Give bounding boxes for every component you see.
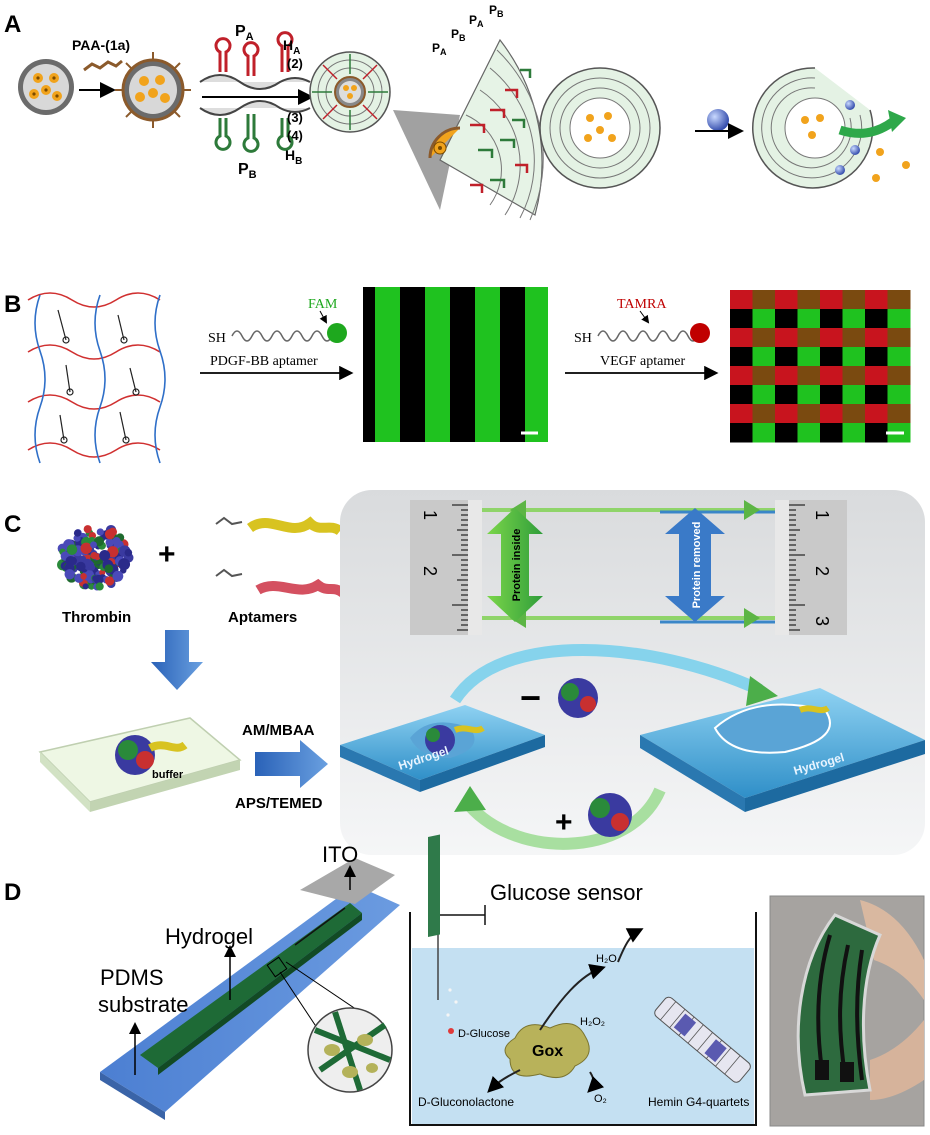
ruler-right (775, 500, 847, 635)
fam-label: FAM (308, 297, 338, 312)
green-stripe-micrograph (363, 287, 548, 442)
d-glucose-label: D-Glucose (458, 1028, 510, 1040)
sh-label-2: SH (574, 331, 592, 346)
hydrogel-network (27, 292, 166, 464)
panel-d-letter: D (4, 879, 21, 906)
panel-b-letter: B (4, 291, 21, 318)
pdgf-label: PDGF-BB aptamer (210, 354, 318, 369)
aptamer-molecules (215, 516, 347, 598)
buffer-tray (38, 717, 242, 812)
thrombin-protein (57, 524, 134, 591)
plus-sign-bottom: + (555, 806, 573, 839)
ha-label: HA (283, 37, 300, 57)
hemin-label: Hemin G4-quartets (648, 1095, 749, 1109)
hb-label: HB (285, 147, 302, 167)
released-particle (752, 67, 910, 189)
panel-d: D ITO Hydrogel PDMS (4, 834, 925, 1127)
protein-removed-arrow (665, 508, 725, 622)
d-gluconolactone-label: D-Gluconolactone (418, 1095, 514, 1109)
substrate-label: substrate (98, 992, 189, 1017)
panel-a-letter: A (4, 11, 21, 38)
ruler-left-2: 2 (420, 566, 440, 576)
aps-temed-label: APS/TEMED (235, 795, 323, 812)
paa-polymer (83, 59, 123, 72)
checker-micrograph (730, 290, 911, 443)
flexible-device-photo (769, 895, 925, 1127)
hydrogel-shell-particle (539, 67, 661, 189)
label-2: (2) (287, 56, 303, 71)
plus-sign: + (158, 538, 176, 571)
label-4: (4) (287, 128, 303, 143)
label-3: (3) (287, 110, 303, 125)
vegf-label: VEGF aptamer (600, 354, 685, 369)
fan-label-4: PB (489, 3, 504, 19)
coated-particle-small (309, 51, 391, 133)
fan-label-3: PA (469, 13, 484, 29)
paa-label: PAA-(1a) (72, 37, 130, 53)
size-arrows (482, 500, 775, 628)
pdms-label: PDMS (100, 965, 164, 990)
ruler-left-1: 1 (420, 510, 440, 520)
h2o2-label: H₂O₂ (580, 1016, 605, 1028)
ruler-right-2: 2 (812, 566, 832, 576)
sh-label-1: SH (208, 331, 226, 346)
curve-arrow-top (449, 644, 763, 704)
o2-label: O₂ (594, 1093, 607, 1105)
pb-label: PB (238, 161, 257, 181)
buffer-label: buffer (152, 769, 184, 781)
am-mbaa-label: AM/MBAA (242, 722, 315, 739)
protein-inside-arrow (487, 508, 543, 622)
ruler-left (410, 500, 482, 635)
pdgf-aptamer-strand (231, 330, 333, 342)
h2o-label: H₂O (596, 953, 617, 965)
ruler-right-1: 1 (812, 510, 832, 520)
target-molecule (707, 109, 729, 131)
ito-label: ITO (322, 842, 358, 867)
tamra-label: TAMRA (617, 297, 667, 312)
hydrogel-slab-right (640, 688, 925, 812)
aptamers-label: Aptamers (228, 609, 297, 626)
panel-c-letter: C (4, 511, 21, 538)
protein-removed-blob (558, 678, 598, 718)
minus-sign: − (520, 677, 541, 718)
down-arrow (151, 630, 203, 690)
hydrogel-d-label: Hydrogel (165, 924, 253, 949)
fan-labels: PA PB PA PB (432, 3, 504, 57)
protein-added-blob (588, 793, 632, 837)
vegf-aptamer-strand (597, 330, 699, 342)
sensor-beaker (409, 834, 757, 1126)
protein-inside-label: Protein inside (511, 529, 523, 602)
curve-arrow-bottom (460, 787, 666, 850)
glucose-sensor-title: Glucose sensor (490, 880, 643, 905)
pa-hairpins (199, 31, 311, 90)
right-arrow (255, 740, 328, 788)
hydrogel-slab-left (340, 705, 545, 792)
fam-dye (327, 323, 347, 343)
fan-label-2: PB (451, 27, 466, 43)
sensor-device (100, 858, 400, 1120)
panel-b: B FAM SH PDGF-BB aptamer (4, 287, 911, 464)
pa-label: PA (235, 23, 254, 43)
pb-hairpins (199, 100, 311, 153)
nanoparticle-core (18, 59, 74, 115)
fan-label-1: PA (432, 41, 447, 57)
protein-removed-label: Protein removed (691, 522, 703, 609)
fan-zoom (393, 38, 544, 221)
panel-a: A PAA-(1a) (4, 3, 910, 221)
panel-c: C Thrombin + Aptamers buffer AM/MBAA APS… (4, 490, 925, 855)
gox-label: Gox (532, 1043, 563, 1060)
paa-coated-nanoparticle (115, 52, 191, 128)
ruler-right-3: 3 (812, 616, 832, 626)
thrombin-label: Thrombin (62, 609, 131, 626)
tamra-dye (690, 323, 710, 343)
